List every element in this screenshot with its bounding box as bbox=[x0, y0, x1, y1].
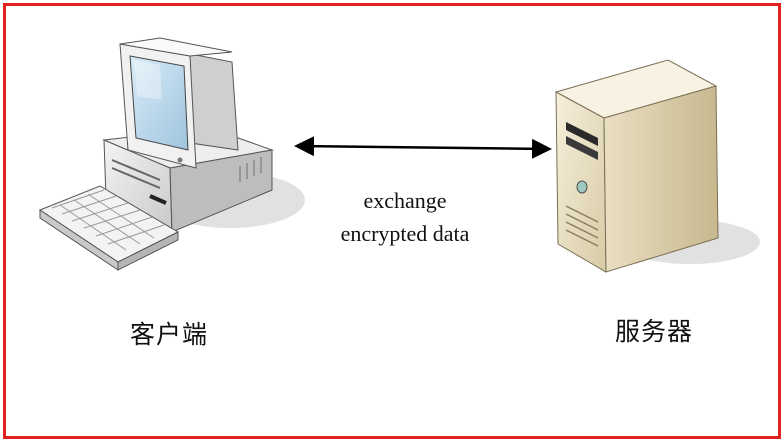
server-label: 服务器 bbox=[615, 317, 694, 346]
exchange-arrow bbox=[294, 136, 552, 159]
exchange-caption: exchange encrypted data bbox=[300, 184, 510, 250]
server-tower-icon bbox=[554, 59, 760, 273]
caption-line-2: encrypted data bbox=[340, 221, 470, 246]
caption-line-1: exchange bbox=[363, 188, 447, 213]
client-label: 客户端 bbox=[130, 320, 209, 349]
desktop-computer-icon bbox=[38, 37, 305, 271]
